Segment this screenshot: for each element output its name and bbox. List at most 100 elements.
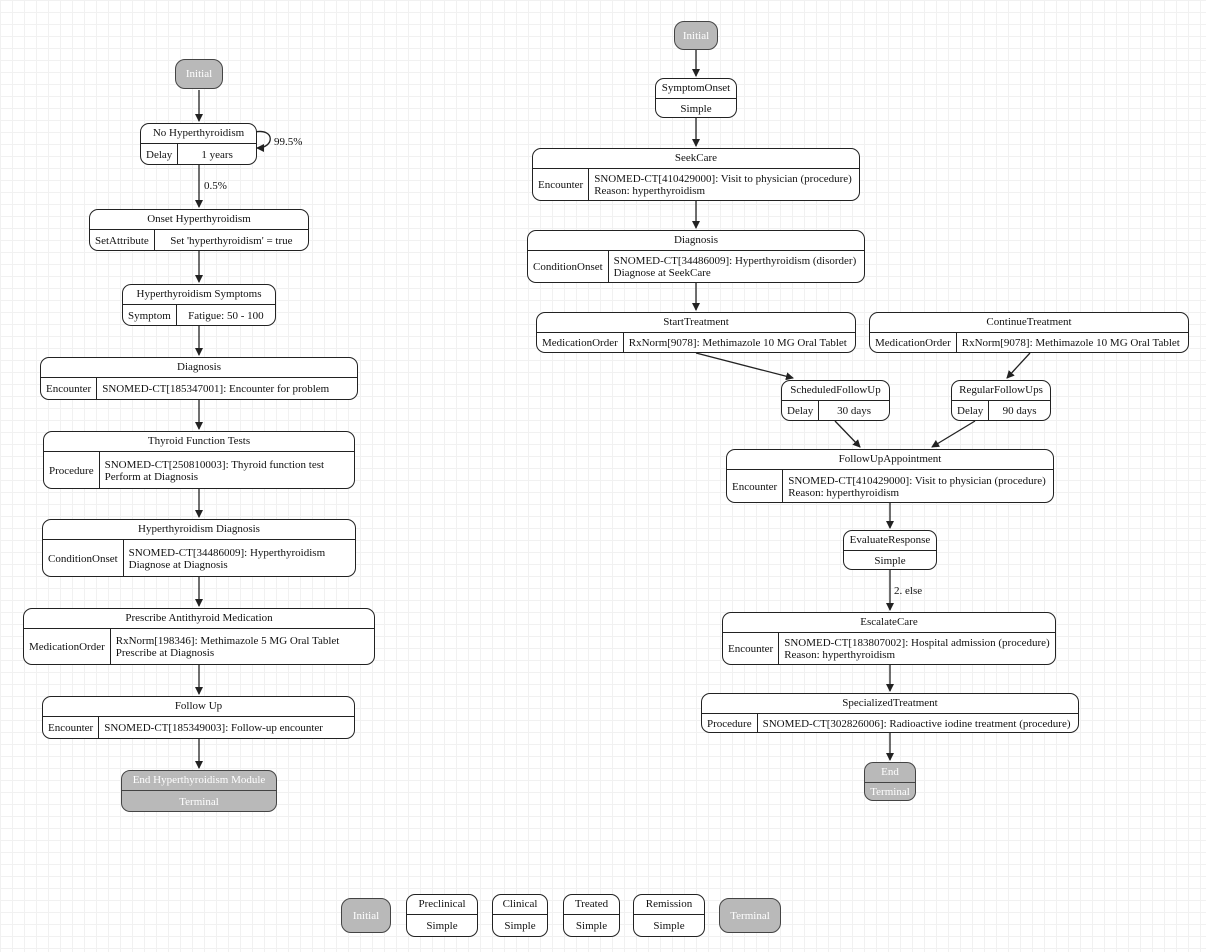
node-detail-line2: Diagnose at SeekCare [613, 267, 711, 279]
legend-preclinical: Preclinical Simple [406, 894, 478, 937]
edge-scheduled-fuappt [834, 420, 861, 448]
node-detail: RxNorm[9078]: Methimazole 10 MG Oral Tab… [628, 337, 847, 349]
thyroid-function-tests-node[interactable]: Thyroid Function Tests Procedure SNOMED-… [43, 431, 355, 489]
node-title: SeekCare [674, 152, 718, 164]
node-detail-line2: Diagnose at Diagnosis [128, 558, 228, 571]
node-detail-line1: SNOMED-CT[34486009]: Hyperthyroidism [128, 546, 326, 559]
legend-treated: Treated Simple [563, 894, 620, 937]
node-type: ConditionOnset [528, 251, 609, 282]
else-transition-label: 2. else [894, 585, 923, 597]
start-treatment-node[interactable]: StartTreatment MedicationOrder RxNorm[90… [536, 312, 856, 353]
node-subtitle: Simple [564, 914, 619, 936]
right-end-node[interactable]: End Terminal [864, 762, 916, 801]
node-subtitle: Simple [656, 98, 736, 117]
edge-continue-regular [1006, 352, 1031, 379]
node-title: SpecializedTreatment [842, 697, 938, 709]
node-type: MedicationOrder [537, 333, 624, 352]
left-diagnosis-node[interactable]: Diagnosis Encounter SNOMED-CT[185347001]… [40, 357, 358, 400]
node-title: StartTreatment [663, 316, 729, 328]
prescribe-antithyroid-node[interactable]: Prescribe Antithyroid Medication Medicat… [23, 608, 375, 665]
node-title: ScheduledFollowUp [790, 384, 881, 396]
node-title: Thyroid Function Tests [147, 435, 251, 447]
edge-regular-fuappt [931, 420, 976, 448]
node-type: Encounter [723, 633, 780, 664]
node-detail-line1: SNOMED-CT[183807002]: Hospital admission… [784, 637, 1050, 649]
left-initial-node[interactable]: Initial [175, 59, 223, 89]
node-type: Encounter [727, 470, 784, 502]
node-subtitle: Terminal [122, 790, 276, 811]
node-type: Delay [141, 144, 179, 164]
scheduled-followup-node[interactable]: ScheduledFollowUp Delay 30 days [781, 380, 890, 421]
node-detail: SNOMED-CT[302826006]: Radioactive iodine… [762, 717, 1071, 730]
right-diagnosis-node[interactable]: Diagnosis ConditionOnset SNOMED-CT[34486… [527, 230, 865, 283]
legend-clinical: Clinical Simple [492, 894, 548, 937]
node-title: End [881, 766, 899, 778]
node-title: Remission [645, 898, 693, 910]
node-title: End Hyperthyroidism Module [132, 774, 266, 786]
node-title: SymptomOnset [661, 82, 731, 94]
end-hyperthyroidism-node[interactable]: End Hyperthyroidism Module Terminal [121, 770, 277, 812]
no-hyperthyroidism-node[interactable]: No Hyperthyroidism Delay 1 years [140, 123, 257, 165]
node-subtitle: Simple [407, 914, 477, 936]
specialized-treatment-node[interactable]: SpecializedTreatment Procedure SNOMED-CT… [701, 693, 1079, 733]
node-title: Preclinical [418, 898, 466, 910]
node-title: Hyperthyroidism Diagnosis [138, 523, 260, 535]
node-subtitle: Simple [634, 914, 704, 936]
continue-treatment-node[interactable]: ContinueTreatment MedicationOrder RxNorm… [869, 312, 1189, 353]
legend-remission: Remission Simple [633, 894, 705, 937]
node-type: ConditionOnset [43, 540, 124, 576]
regular-followups-node[interactable]: RegularFollowUps Delay 90 days [951, 380, 1051, 421]
node-detail-line1: SNOMED-CT[410429000]: Visit to physician… [594, 173, 852, 185]
escalate-care-node[interactable]: EscalateCare Encounter SNOMED-CT[1838070… [722, 612, 1056, 665]
node-detail: 1 years [201, 148, 233, 161]
node-detail: Set 'hyperthyroidism' = true [170, 234, 293, 247]
node-detail-line2: Reason: hyperthyroidism [784, 649, 896, 661]
node-title: Treated [574, 898, 609, 910]
right-initial-node[interactable]: Initial [674, 21, 718, 50]
onset-hyperthyroidism-node[interactable]: Onset Hyperthyroidism SetAttribute Set '… [89, 209, 309, 251]
edge-nohyper-loop [254, 130, 271, 152]
node-title: Diagnosis [674, 234, 718, 246]
node-detail: Fatigue: 50 - 100 [188, 309, 264, 322]
node-subtitle: Simple [493, 914, 547, 936]
node-title: Follow Up [174, 700, 223, 712]
followup-appointment-node[interactable]: FollowUpAppointment Encounter SNOMED-CT[… [726, 449, 1054, 503]
node-detail-line1: SNOMED-CT[250810003]: Thyroid function t… [104, 458, 325, 471]
node-title: Diagnosis [177, 361, 221, 373]
node-type: Symptom [123, 305, 177, 325]
hyperthyroidism-diagnosis-node[interactable]: Hyperthyroidism Diagnosis ConditionOnset… [42, 519, 356, 577]
node-detail: SNOMED-CT[185347001]: Encounter for prob… [102, 383, 330, 395]
node-detail-line2: Reason: hyperthyroidism [788, 486, 900, 499]
node-title: EvaluateResponse [849, 534, 931, 546]
node-title: Prescribe Antithyroid Medication [125, 612, 273, 624]
node-type: Procedure [44, 452, 100, 488]
node-type: SetAttribute [90, 230, 155, 250]
node-detail: 90 days [1002, 405, 1037, 417]
node-title: EscalateCare [860, 616, 918, 628]
node-type: Procedure [702, 714, 758, 732]
hyperthyroidism-symptoms-node[interactable]: Hyperthyroidism Symptoms Symptom Fatigue… [122, 284, 276, 326]
node-detail: RxNorm[9078]: Methimazole 10 MG Oral Tab… [961, 337, 1180, 349]
node-detail-line2: Reason: hyperthyroidism [594, 185, 706, 197]
loop-probability-label: 99.5% [274, 136, 303, 148]
node-type: MedicationOrder [870, 333, 957, 352]
node-detail-line1: SNOMED-CT[34486009]: Hyperthyroidism (di… [613, 255, 857, 267]
node-type: Delay [952, 401, 990, 420]
edge-start-scheduled [695, 352, 794, 381]
node-detail-line2: Perform at Diagnosis [104, 470, 199, 483]
legend-terminal: Terminal [719, 898, 781, 933]
node-detail-line1: SNOMED-CT[410429000]: Visit to physician… [788, 474, 1046, 487]
follow-up-node[interactable]: Follow Up Encounter SNOMED-CT[185349003]… [42, 696, 355, 739]
node-type: Delay [782, 401, 820, 420]
node-detail-line2: Prescribe at Diagnosis [115, 647, 215, 659]
node-title: Hyperthyroidism Symptoms [136, 288, 262, 300]
seek-care-node[interactable]: SeekCare Encounter SNOMED-CT[410429000]:… [532, 148, 860, 201]
symptom-onset-node[interactable]: SymptomOnset Simple [655, 78, 737, 118]
evaluate-response-node[interactable]: EvaluateResponse Simple [843, 530, 937, 570]
node-subtitle: Simple [844, 550, 936, 569]
onset-probability-label: 0.5% [204, 180, 227, 192]
node-title: Onset Hyperthyroidism [147, 213, 251, 225]
node-title: Clinical [502, 898, 538, 910]
node-detail-line1: RxNorm[198346]: Methimazole 5 MG Oral Ta… [115, 635, 340, 647]
node-type: Encounter [41, 378, 98, 399]
